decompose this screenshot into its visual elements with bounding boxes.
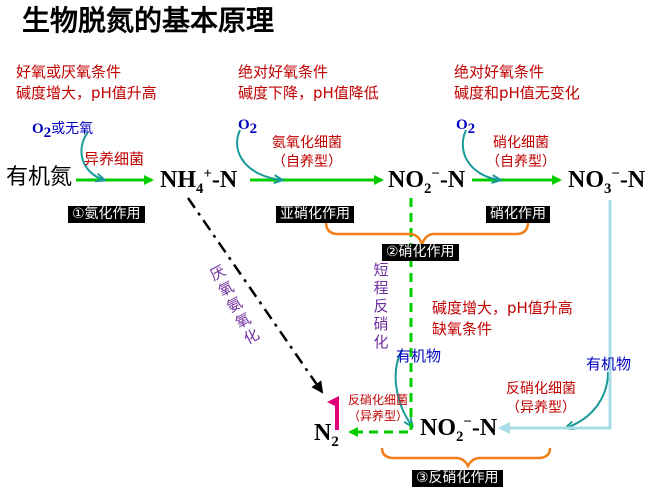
species-nitrogen-gas: N2	[314, 420, 339, 450]
o2-symbol: O	[238, 117, 250, 133]
species-charge: +	[203, 166, 212, 182]
condition-ammonification: 好氧或厌氧条件 碱度增大，pH值升高	[16, 62, 157, 104]
condition-line: 好氧或厌氧条件	[16, 63, 122, 81]
bacteria-type: （异养型）	[348, 409, 409, 423]
species-base: NO	[568, 167, 604, 193]
process-denitrification: ③反硝化作用	[412, 470, 503, 488]
species-ammonium: NH4+-N	[160, 166, 237, 197]
bacteria-denitrifier: 反硝化细菌 （异养型）	[506, 380, 576, 418]
bacteria-name: 硝化细菌	[493, 135, 549, 151]
species-charge: −	[431, 166, 440, 182]
input-organic-matter: 有机物	[586, 355, 632, 373]
o2-symbol: O	[456, 117, 468, 133]
species-base: NH	[160, 167, 196, 193]
condition-denitrification: 碱度增大，pH值升高 缺氧条件	[432, 298, 573, 340]
condition-line: 缺氧条件	[432, 320, 493, 338]
bacteria-ammonia-oxidizer: 氨氧化细菌 （自养型）	[272, 134, 342, 172]
species-charge: −	[463, 414, 472, 430]
species-subscript: 2	[424, 180, 432, 197]
page-title: 生物脱氮的基本原理	[22, 4, 275, 37]
species-nitrate: NO3−-N	[568, 166, 645, 197]
species-nitrite-denitrification: NO2−-N	[420, 414, 497, 445]
input-o2: O2	[456, 116, 475, 138]
species-suffix: -N	[439, 167, 466, 193]
input-o2-or-anoxic: O2或无氧	[32, 120, 93, 142]
bacteria-heterotroph: 异养细菌	[84, 150, 145, 168]
species-base: N	[314, 420, 332, 446]
species-subscript: 4	[196, 180, 204, 197]
anammox-arrow	[186, 197, 324, 394]
species-base: NO	[388, 167, 424, 193]
condition-line: 碱度和pH值无变化	[454, 84, 580, 102]
species-nitrite: NO2−-N	[388, 166, 465, 197]
input-organic-matter: 有机物	[396, 347, 442, 365]
curved-arrow-icon	[566, 371, 609, 428]
process-nitratation: 硝化作用	[486, 206, 550, 224]
condition-nitritation: 绝对好氧条件 碱度下降，pH值降低	[238, 62, 379, 104]
o2-subscript: 2	[249, 121, 258, 138]
bacteria-nitrifier: 硝化细菌 （自养型）	[486, 134, 556, 172]
input-text: 或无氧	[51, 121, 94, 137]
bacteria-name: 氨氧化细菌	[272, 135, 342, 151]
bacteria-name: 反硝化细菌	[506, 381, 576, 397]
species-charge: −	[611, 166, 620, 182]
curved-arrow-icon	[461, 129, 500, 180]
bacteria-type: （自养型）	[486, 154, 556, 170]
curved-arrow-icon	[80, 131, 104, 180]
o2-subscript: 2	[467, 121, 476, 138]
o2-symbol: O	[32, 121, 44, 137]
species-suffix: -N	[211, 167, 238, 193]
bacteria-denitrifier-short: 反硝化细菌 （异养型）	[348, 392, 408, 424]
curly-brace-icon	[380, 447, 552, 469]
curly-brace-icon	[324, 221, 530, 248]
o2-subscript: 2	[43, 125, 52, 142]
species-subscript: 2	[456, 428, 464, 445]
process-nitrification: ②硝化作用	[382, 244, 459, 262]
condition-line: 碱度下降，pH值降低	[238, 84, 379, 102]
species-organic-nitrogen: 有机氮	[6, 165, 73, 190]
curved-arrow-icon	[394, 349, 412, 426]
bacteria-type: （自养型）	[272, 154, 342, 170]
species-subscript: 2	[331, 433, 339, 450]
condition-line: 碱度增大，pH值升高	[16, 84, 157, 102]
process-ammonification: ①氨化作用	[68, 206, 145, 224]
input-o2: O2	[238, 116, 257, 138]
species-suffix: -N	[619, 167, 646, 193]
bacteria-name: 反硝化细菌	[348, 393, 409, 407]
curved-arrow-icon	[236, 129, 282, 180]
condition-line: 绝对好氧条件	[238, 63, 329, 81]
species-subscript: 3	[604, 180, 612, 197]
label-short-denitrification: 短程反硝化	[371, 262, 390, 352]
species-suffix: -N	[471, 415, 498, 441]
condition-line: 绝对好氧条件	[454, 63, 545, 81]
process-nitritation: 亚硝化作用	[276, 206, 354, 224]
condition-nitratation: 绝对好氧条件 碱度和pH值无变化	[454, 62, 580, 104]
path-no3-to-no2	[498, 200, 612, 434]
bacteria-type: （异养型）	[506, 400, 576, 416]
condition-line: 碱度增大，pH值升高	[432, 299, 573, 317]
species-base: NO	[420, 415, 456, 441]
